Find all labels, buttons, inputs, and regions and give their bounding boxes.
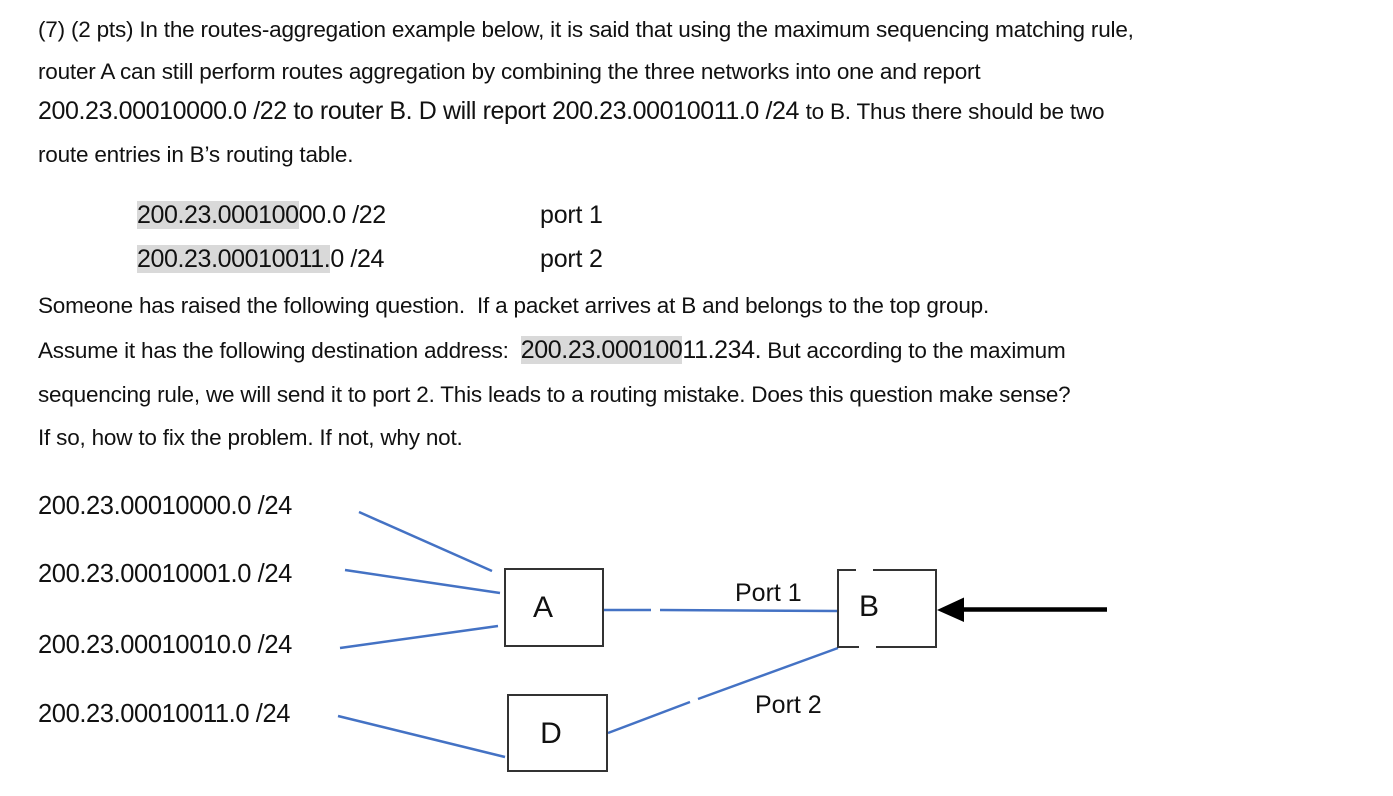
router-D-label: D	[540, 717, 562, 750]
route2-port: port 2	[540, 245, 603, 273]
link-A-to-B-segment2	[659, 608, 839, 613]
network2-label: 200.23.00010001.0 /24	[38, 560, 292, 588]
route2-prefix-highlight: 200.23.00010011.	[137, 245, 331, 273]
routing-table-row: 200.23.00010000.0 /22 port 1	[137, 201, 603, 230]
route1-prefix-rest: 00.0 /22	[298, 201, 387, 229]
network1-label: 200.23.00010000.0 /24	[38, 492, 292, 520]
paragraph2-line3: sequencing rule, we will send it to port…	[38, 382, 1071, 407]
route2-prefix-rest: 0 /24	[330, 245, 384, 273]
link-network4-to-D	[337, 714, 506, 759]
routing-table-row: 200.23.00010011.0 /24 port 2	[137, 245, 603, 274]
link-D-to-B-segment2	[697, 646, 839, 701]
link-network3-to-A	[339, 624, 499, 650]
router-B-label: B	[859, 590, 879, 623]
paragraph2-line2-before: Assume it has the following destination …	[38, 338, 521, 363]
router-B-box	[837, 569, 937, 648]
route1-port: port 1	[540, 201, 603, 229]
link-D-to-B-segment1	[607, 700, 691, 735]
route1-prefix-highlight: 200.23.000100	[137, 201, 299, 229]
port1-label: Port 1	[735, 579, 802, 607]
router-A-box	[504, 568, 604, 647]
link-network2-to-A	[344, 568, 501, 595]
paragraph1-line3-tail: to B. Thus there should be two	[805, 99, 1105, 124]
network4-label: 200.23.00010011.0 /24	[38, 700, 290, 728]
destination-address-rest: 11.234.	[682, 336, 762, 364]
paragraph2-line2: Assume it has the following destination …	[38, 335, 1066, 365]
port2-label: Port 2	[755, 691, 822, 719]
destination-address-highlight: 200.23.000100	[520, 336, 683, 364]
packet-arrow-head	[937, 597, 964, 622]
paragraph1-line2: router A can still perform routes aggreg…	[38, 59, 981, 84]
paragraph1-line3: 200.23.00010000.0 /22 to router B. D wil…	[38, 96, 1105, 126]
paragraph1-line4: route entries in B’s routing table.	[38, 142, 354, 167]
paragraph2-line1: Someone has raised the following questio…	[38, 293, 990, 318]
router-D-box	[507, 694, 608, 772]
paragraph2-line2-after: But according to the maximum	[761, 338, 1066, 363]
aggregated-route-text: 200.23.00010000.0 /22 to router B. D wil…	[38, 97, 806, 125]
router-A-label: A	[533, 591, 553, 624]
paragraph2-line4: If so, how to fix the problem. If not, w…	[38, 425, 463, 450]
link-network1-to-A	[358, 510, 493, 573]
routes-aggregation-diagram: 200.23.00010000.0 /24 200.23.00010001.0 …	[38, 492, 1107, 772]
paragraph1-line1: (7) (2 pts) In the routes-aggregation ex…	[38, 17, 1134, 42]
network3-label: 200.23.00010010.0 /24	[38, 631, 292, 659]
